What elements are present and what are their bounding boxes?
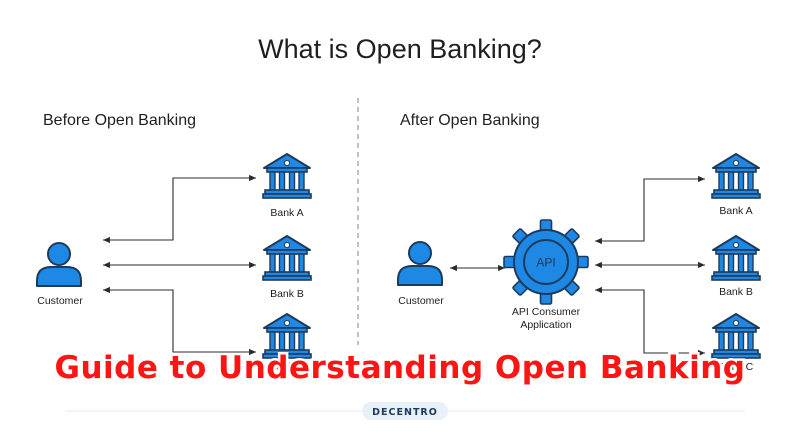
bank-label: Bank C — [270, 361, 305, 373]
overlay-caption: Guide to Understanding Open Banking — [55, 350, 746, 386]
api-consumer-application: API API Consumer Application — [503, 219, 589, 331]
before-bank-b: Bank B — [262, 235, 312, 300]
bank-building-icon — [711, 235, 761, 281]
api-consumer-label-line2: Application — [520, 319, 572, 331]
api-label: API — [536, 256, 555, 270]
bank-label: Bank A — [270, 207, 303, 219]
bank-label: Bank C — [719, 361, 754, 373]
diagram-title: What is Open Banking? — [258, 34, 542, 64]
after-connectors — [595, 175, 705, 357]
bank-building-icon — [262, 235, 312, 281]
bank-building-icon — [711, 153, 761, 199]
before-bank-c: Bank C — [262, 313, 312, 373]
person-icon — [36, 242, 82, 287]
logo-text: DECENTRO — [372, 407, 438, 418]
after-bank-b: Bank B — [711, 235, 761, 298]
bank-label: Bank A — [719, 205, 752, 217]
before-heading: Before Open Banking — [43, 112, 196, 129]
after-bank-a: Bank A — [711, 153, 761, 217]
before-customer: Customer — [36, 242, 83, 307]
connector-bank-c — [103, 286, 256, 356]
customer-label: Customer — [398, 295, 444, 307]
bank-building-icon — [262, 153, 312, 199]
customer-label: Customer — [37, 295, 83, 307]
connector-bank-a — [595, 175, 705, 245]
person-icon — [397, 241, 443, 286]
connector-bank-a — [103, 174, 256, 244]
before-connectors — [103, 174, 256, 356]
bank-building-icon — [262, 313, 312, 359]
after-customer: Customer — [397, 241, 444, 307]
footer-logo: DECENTRO — [362, 402, 448, 420]
before-bank-a: Bank A — [262, 153, 312, 219]
api-consumer-label-line1: API Consumer — [512, 306, 581, 318]
after-heading: After Open Banking — [400, 112, 540, 129]
gear-icon: API — [503, 219, 589, 305]
bank-building-icon — [711, 313, 761, 359]
bank-label: Bank B — [270, 288, 304, 300]
bank-label: Bank B — [719, 286, 753, 298]
after-bank-c: Bank C — [711, 313, 761, 373]
connector-bank-c — [595, 286, 705, 357]
